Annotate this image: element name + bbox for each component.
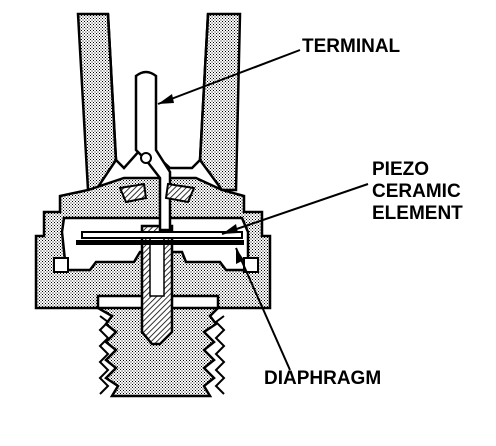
left-clip [53,257,69,273]
terminal-leader [157,49,301,105]
terminal-rivet [140,152,152,164]
support-block-right [164,182,196,204]
leader-arrowheads [158,94,244,264]
piezo-arrow [222,224,238,234]
diaphragm-arrow [236,248,244,264]
diaphragm-leader [235,247,291,371]
piezo-label-line3: ELEMENT [372,203,463,224]
support-block-left [118,182,148,204]
terminal-arrow [158,94,174,104]
leader-lines [157,49,369,371]
piezo-leader [221,183,369,235]
thread-ridges [98,315,226,395]
left-connector-prong [76,12,118,192]
terminal-blade [134,70,172,232]
diaphragm-label: DIAPHRAGM [264,368,381,389]
piezo-label-line1: PIEZO [372,159,429,180]
diaphragm [76,240,244,245]
piezo-ceramic-element [81,231,243,239]
terminal-label: TERMINAL [302,36,401,57]
piezo-label-line2: CERAMIC [372,181,461,202]
threaded-base [93,306,222,398]
